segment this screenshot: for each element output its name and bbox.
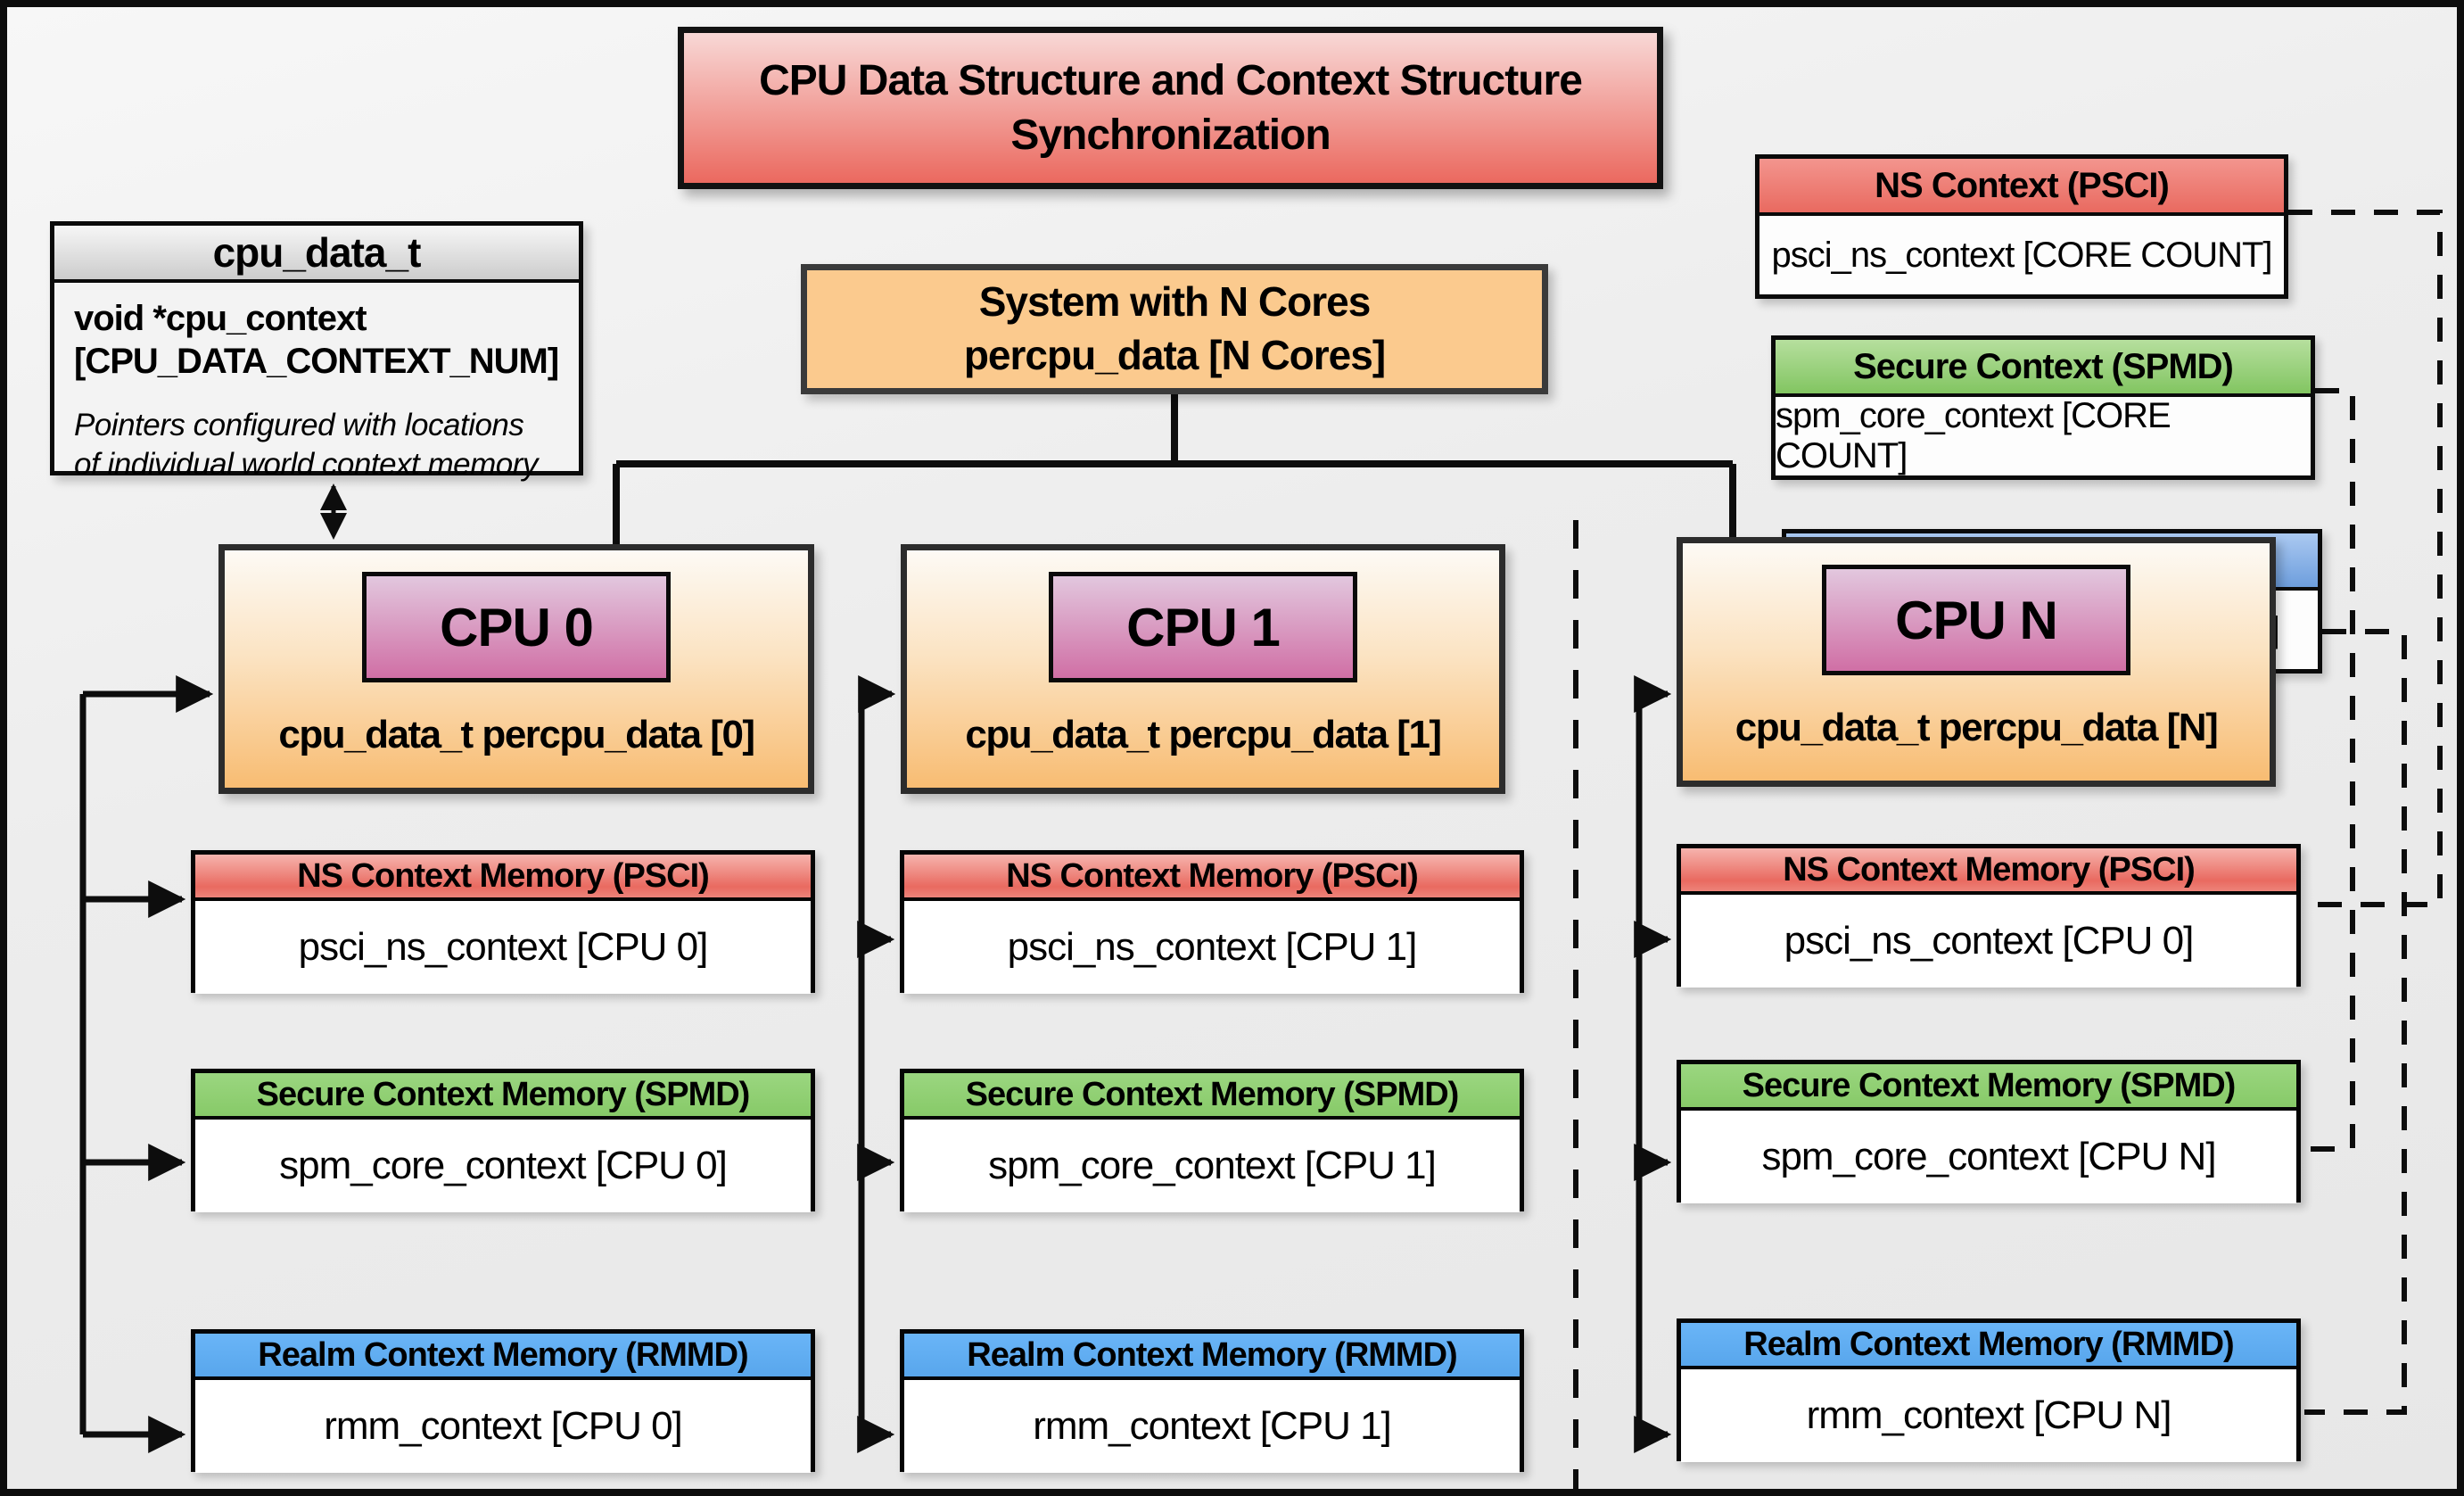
system-box-line1: System with N Cores [978,278,1372,326]
cpu1-realm-memory-header: Realm Context Memory (RMMD) [904,1334,1520,1380]
cpun-ns-context-memory-box: NS Context Memory (PSCI) psci_ns_context… [1677,844,2301,988]
cpu0-secure-memory-body: spm_core_context [CPU 0] [195,1120,811,1212]
cpu-data-t-fields: void *cpu_context [CPU_DATA_CONTEXT_NUM] [54,283,579,383]
legend-ns-context-box: NS Context (PSCI) psci_ns_context [CORE … [1755,154,2288,299]
cpu-data-t-header: cpu_data_t [54,226,579,283]
cpu-data-t-note: Pointers configured with locations of in… [54,383,579,484]
legend-secure-body: spm_core_context [CORE COUNT] [1776,396,2311,475]
system-bus-line [613,394,1736,548]
cpu-data-t-field-line1: void *cpu_context [74,299,367,338]
cpu0-realm-context-memory-box: Realm Context Memory (RMMD) rmm_context … [191,1329,815,1473]
cpu0-chip-label: CPU 0 [362,572,671,682]
cpun-realm-memory-body: rmm_context [CPU N] [1681,1369,2296,1462]
cpu0-realm-memory-body: rmm_context [CPU 0] [195,1380,811,1473]
cpu1-chip-label: CPU 1 [1049,572,1357,682]
cpun-secure-context-memory-box: Secure Context Memory (SPMD) spm_core_co… [1677,1060,2301,1203]
cpu-data-t-field-line2: [CPU_DATA_CONTEXT_NUM] [74,342,559,381]
diagram-title-line2: Synchronization [1010,112,1331,159]
diagram-title-line1: CPU Data Structure and Context Structure [759,56,1583,104]
cpu1-realm-memory-body: rmm_context [CPU 1] [904,1380,1520,1473]
cpu1-secure-memory-header: Secure Context Memory (SPMD) [904,1073,1520,1120]
cpu0-pointer-arrows [79,675,214,1453]
cpun-data-line: cpu_data_t percpu_data [N] [1735,706,2219,749]
cpun-realm-context-memory-box: Realm Context Memory (RMMD) rmm_context … [1677,1318,2301,1462]
cpun-ns-memory-body: psci_ns_context [CPU 0] [1681,895,2296,988]
cpu0-secure-context-memory-box: Secure Context Memory (SPMD) spm_core_co… [191,1069,815,1212]
cpun-percpu-data-box: CPU N cpu_data_t percpu_data [N] [1677,537,2276,787]
legend-secure-header: Secure Context (SPMD) [1776,340,2311,397]
system-box-line2: percpu_data [N Cores] [963,332,1386,378]
cpu0-realm-memory-header: Realm Context Memory (RMMD) [195,1334,811,1380]
secure-legend-dashed-link [2304,388,2355,1152]
cpu1-ns-memory-header: NS Context Memory (PSCI) [904,855,1520,901]
cpu0-ns-context-memory-box: NS Context Memory (PSCI) psci_ns_context… [191,850,815,994]
legend-secure-context-box: Secure Context (SPMD) spm_core_context [… [1771,335,2315,480]
cpun-realm-memory-header: Realm Context Memory (RMMD) [1681,1323,2296,1369]
cpu1-realm-context-memory-box: Realm Context Memory (RMMD) rmm_context … [900,1329,1524,1473]
cpu-data-t-note-line2: of individual world context memory [74,446,538,482]
system-n-cores-box: System with N Cores percpu_data [N Cores… [801,264,1548,394]
cpu0-secure-memory-header: Secure Context Memory (SPMD) [195,1073,811,1120]
cpu1-ns-context-memory-box: NS Context Memory (PSCI) psci_ns_context… [900,850,1524,994]
cpun-chip-label: CPU N [1822,565,2130,675]
cpu1-data-line: cpu_data_t percpu_data [1] [965,713,1442,756]
cpu0-ns-memory-header: NS Context Memory (PSCI) [195,855,811,901]
cpu1-ns-memory-body: psci_ns_context [CPU 1] [904,901,1520,994]
connector-layer [79,210,2443,1489]
cpu1-secure-memory-body: spm_core_context [CPU 1] [904,1120,1520,1212]
cpu0-ns-memory-body: psci_ns_context [CPU 0] [195,901,811,994]
ns-legend-dashed-link [2288,210,2443,907]
cpun-ns-memory-header: NS Context Memory (PSCI) [1681,848,2296,895]
cpun-pointer-arrows [1634,675,1672,1453]
cpu1-pointer-arrows [857,675,896,1453]
cpu-data-t-note-line1: Pointers configured with locations [74,408,524,442]
diagram-title: CPU Data Structure and Context Structure… [678,27,1663,189]
legend-ns-header: NS Context (PSCI) [1759,159,2284,216]
cpu-data-t-struct-box: cpu_data_t void *cpu_context [CPU_DATA_C… [50,221,583,482]
legend-ns-body: psci_ns_context [CORE COUNT] [1759,216,2284,294]
cpu0-percpu-data-box: CPU 0 cpu_data_t percpu_data [0] [218,544,814,794]
cpun-secure-memory-body: spm_core_context [CPU N] [1681,1111,2296,1203]
cpu0-data-line: cpu_data_t percpu_data [0] [278,713,755,756]
realm-legend-dashed-link [2304,629,2407,1415]
cpu1-percpu-data-box: CPU 1 cpu_data_t percpu_data [1] [901,544,1505,794]
cpun-secure-memory-header: Secure Context Memory (SPMD) [1681,1064,2296,1111]
cpu1-secure-context-memory-box: Secure Context Memory (SPMD) spm_core_co… [900,1069,1524,1212]
